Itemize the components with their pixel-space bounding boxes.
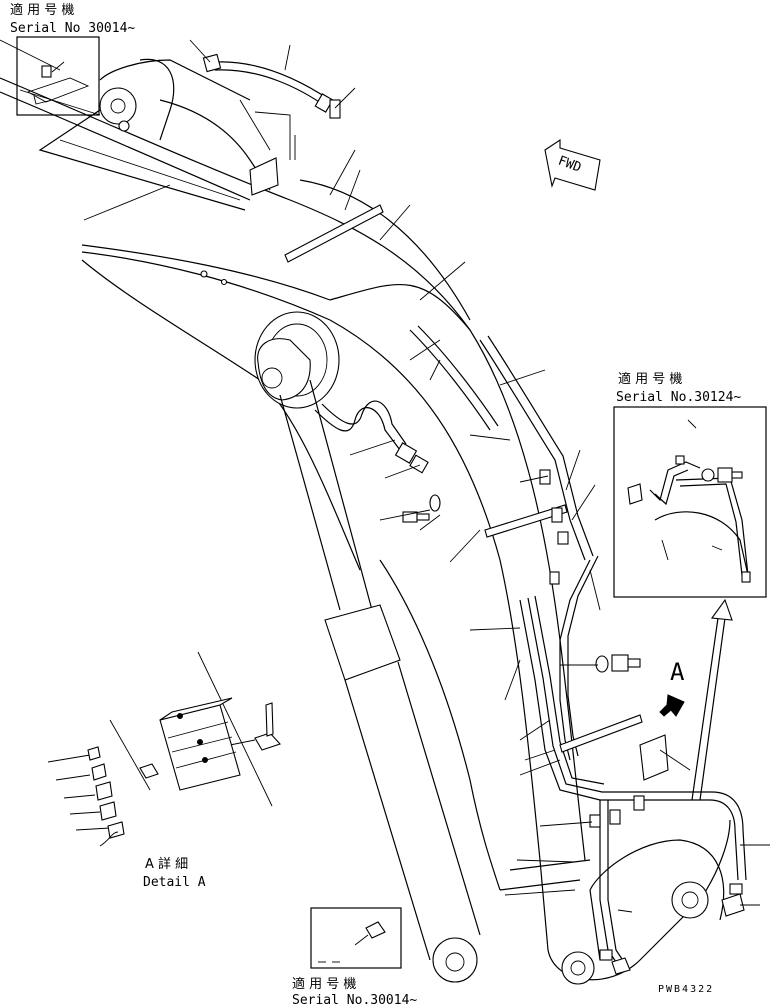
top-left-serial-label: Serial No 30014~ xyxy=(10,21,135,36)
hydraulic-piping xyxy=(200,53,747,975)
bottom-inset-frame xyxy=(310,907,402,969)
right-serial-label: Serial No.30124~ xyxy=(616,390,741,405)
boom-cylinder xyxy=(279,379,481,983)
detail-a-view: A 詳 細 Detail A xyxy=(87,697,281,890)
detail-en-label: Detail A xyxy=(143,875,206,890)
boom-top-pipe xyxy=(409,329,491,431)
top-left-inset-frame xyxy=(16,36,100,116)
view-direction-arrow-icon: A xyxy=(659,658,685,717)
bottom-serial-label: Serial No.30014~ xyxy=(292,993,417,1007)
arm-cylinder-upper xyxy=(254,311,340,409)
detail-jp-label: A 詳 細 xyxy=(145,856,188,872)
manifold-block xyxy=(159,704,241,791)
top-left-applicable-label: 適 用 号 機 xyxy=(10,2,74,18)
leader-lines xyxy=(0,39,770,913)
inset-pointer-arrow xyxy=(691,617,719,801)
boom-foot-pin xyxy=(671,881,709,919)
upper-hose xyxy=(214,61,331,101)
drawing-code: PWB4322 xyxy=(658,984,714,995)
bottom-inset: 適 用 号 機 Serial No.30014~ xyxy=(292,907,417,1007)
boom-lower-pin xyxy=(561,951,595,985)
pipe-clamp-1 xyxy=(484,504,568,538)
bracket-detail-part xyxy=(26,61,90,105)
right-inset: 適 用 号 機 Serial No.30124~ xyxy=(613,371,767,598)
fwd-arrow-icon: FWD xyxy=(544,138,601,191)
right-applicable-label: 適 用 号 機 xyxy=(618,371,682,387)
pipe-clamp-2 xyxy=(559,714,643,753)
view-a-letter: A xyxy=(670,658,685,686)
bottom-applicable-label: 適 用 号 機 xyxy=(292,976,356,992)
cylinder-hose xyxy=(314,407,401,451)
top-left-inset: 適 用 号 機 Serial No 30014~ xyxy=(10,2,135,116)
right-inset-frame xyxy=(613,406,767,598)
boom-structure xyxy=(0,58,731,985)
pipe-clamp-3 xyxy=(284,204,384,263)
boom-long-pipes xyxy=(519,599,739,881)
detail-a-fittings xyxy=(87,746,159,847)
boom-top-pin xyxy=(99,87,137,125)
